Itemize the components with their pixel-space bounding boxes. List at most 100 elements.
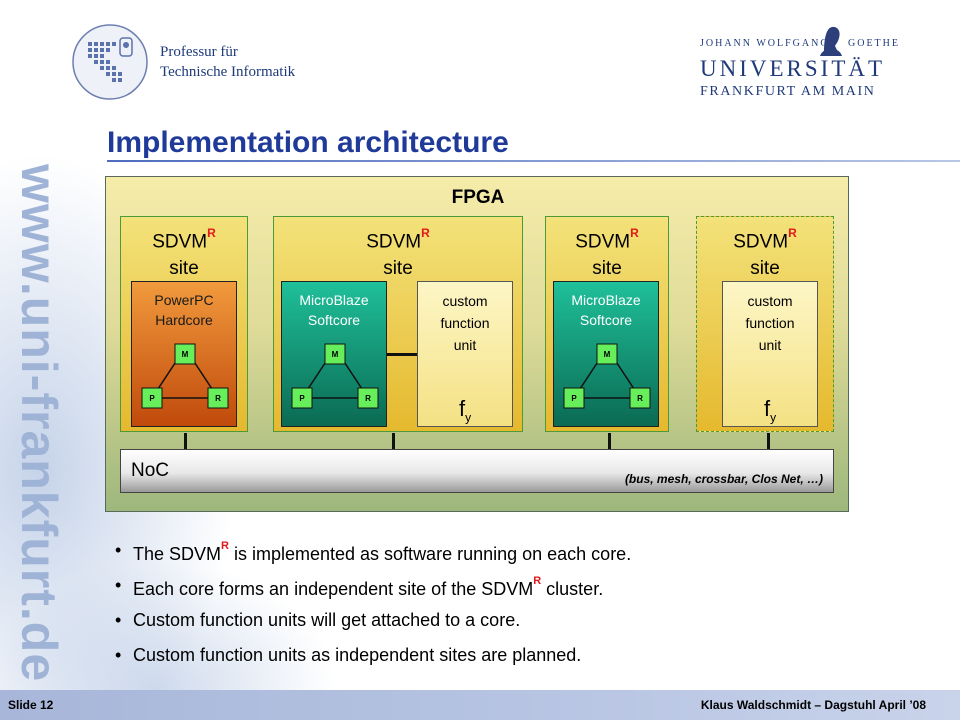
sdvm-site-powerpc: SDVMR site PowerPC Hardcore M P R xyxy=(120,216,248,432)
professorship-line-2: Technische Informatik xyxy=(160,64,296,80)
site-suffix: site xyxy=(592,258,622,280)
cfu-line-1: custom xyxy=(442,293,488,309)
processor-box xyxy=(291,387,313,409)
bullet-superscript: R xyxy=(533,575,542,587)
site-suffix: site xyxy=(383,258,413,280)
site-superscript: R xyxy=(788,226,797,240)
sdvm-site-microblaze: SDVMR site MicroBlaze Softcore M P R xyxy=(545,216,669,432)
fpga-diagram: FPGA SDVMR site PowerPC Hardcore M P R xyxy=(105,176,849,512)
powerpc-hardcore: PowerPC Hardcore M P R xyxy=(131,281,237,427)
university-city: FRANKFURT AM MAIN xyxy=(700,84,876,99)
noc-connector-4 xyxy=(767,433,770,449)
university-first-names: JOHANN WOLFGANG GOETHE xyxy=(700,38,900,49)
router-box xyxy=(207,387,229,409)
goethe-portrait-icon xyxy=(820,26,842,56)
bullet-text-end: is implemented as software running on ea… xyxy=(228,544,632,564)
site-suffix: site xyxy=(169,258,199,280)
core-label-line-2: Softcore xyxy=(579,312,633,328)
title-underline xyxy=(107,160,960,162)
processor-box-label: P xyxy=(299,394,305,403)
slide-title: Implementation architecture xyxy=(107,126,509,159)
sdvm-site-microblaze-cfu: SDVMR site MicroBlaze Softcore M P R xyxy=(273,216,523,432)
uni-first-names-text: JOHANN WOLFGANG xyxy=(700,38,830,49)
cfu-line-2: function xyxy=(440,315,490,331)
bullet-text: Custom function units will get attached … xyxy=(133,610,521,630)
network-on-chip: NoC (bus, mesh, crossbar, Clos Net, …) xyxy=(120,449,834,493)
noc-connector-1 xyxy=(184,433,187,449)
custom-function-unit: custom function unit fy xyxy=(722,281,818,427)
noc-connector-2 xyxy=(392,433,395,449)
custom-function-unit: custom function unit fy xyxy=(417,281,513,427)
footer-author: Klaus Waldschmidt – Dagstuhl April ’08 xyxy=(700,698,926,712)
bullet-item: Custom function units will get attached … xyxy=(115,608,875,643)
site-superscript: R xyxy=(421,226,430,240)
site-suffix: site xyxy=(750,258,780,280)
core-label: PowerPC Hardcore xyxy=(132,290,236,330)
site-title: SDVMR site xyxy=(121,223,247,282)
core-label: MicroBlaze Softcore xyxy=(554,290,658,330)
cfu-symbol: f xyxy=(458,396,466,421)
core-network-icon: M P R xyxy=(141,343,229,409)
router-box xyxy=(357,387,379,409)
cfu-symbol-subscript: y xyxy=(770,410,777,425)
bullet-list: The SDVMR is implemented as software run… xyxy=(115,538,875,678)
site-title: SDVMR site xyxy=(274,223,522,282)
microblaze-softcore: MicroBlaze Softcore M P R xyxy=(281,281,387,427)
cfu-function-symbol: fy xyxy=(418,396,512,424)
core-label: MicroBlaze Softcore xyxy=(282,290,386,330)
site-name: SDVM xyxy=(575,231,631,253)
fpga-label: FPGA xyxy=(451,187,505,208)
bullet-item: Custom function units as independent sit… xyxy=(115,643,875,678)
core-cfu-link xyxy=(387,353,417,356)
bullet-text: Each core forms an independent site of t… xyxy=(133,579,534,599)
site-name: SDVM xyxy=(366,231,422,253)
slide-number: Slide 12 xyxy=(8,698,54,712)
core-label-line-1: MicroBlaze xyxy=(571,292,641,308)
noc-note: (bus, mesh, crossbar, Clos Net, …) xyxy=(624,472,823,486)
bullet-text-end: cluster. xyxy=(541,579,604,599)
watermark-url: www.uni-frankfurt.de xyxy=(11,164,67,683)
professorship-logo xyxy=(72,24,148,100)
memory-box xyxy=(174,343,196,365)
cfu-symbol-subscript: y xyxy=(465,410,472,425)
cfu-label: custom function unit xyxy=(418,290,512,356)
cfu-line-3: unit xyxy=(758,337,782,353)
processor-box xyxy=(141,387,163,409)
core-network-icon: M P R xyxy=(291,343,379,409)
bullet-item: The SDVMR is implemented as software run… xyxy=(115,538,875,573)
processor-box-label: P xyxy=(571,394,577,403)
cfu-line-3: unit xyxy=(453,337,477,353)
router-box xyxy=(629,387,651,409)
professorship-line-1: Professur für xyxy=(160,44,238,60)
memory-box-label: M xyxy=(182,350,189,359)
memory-box xyxy=(324,343,346,365)
site-name: SDVM xyxy=(733,231,789,253)
memory-box-label: M xyxy=(332,350,339,359)
core-label-line-1: PowerPC xyxy=(154,292,214,308)
microblaze-softcore: MicroBlaze Softcore M P R xyxy=(553,281,659,427)
router-box-label: R xyxy=(365,394,371,403)
processor-box xyxy=(563,387,585,409)
core-network-icon: M P R xyxy=(563,343,651,409)
sdvm-site-cfu-planned: SDVMR site custom function unit fy xyxy=(696,216,834,432)
core-label-line-1: MicroBlaze xyxy=(299,292,369,308)
core-label-line-2: Softcore xyxy=(307,312,361,328)
bullet-superscript: R xyxy=(221,540,229,552)
site-title: SDVMR site xyxy=(546,223,668,282)
bullet-text: Custom function units as independent sit… xyxy=(133,645,582,665)
core-label-line-2: Hardcore xyxy=(155,312,213,328)
processor-box-label: P xyxy=(149,394,155,403)
memory-box-label: M xyxy=(604,350,611,359)
site-title: SDVMR site xyxy=(697,223,833,282)
professorship-name: Professur für Technische Informatik xyxy=(160,42,295,82)
memory-box xyxy=(596,343,618,365)
site-name: SDVM xyxy=(152,231,208,253)
cfu-function-symbol: fy xyxy=(723,396,817,424)
slide-footer: Slide 12 Klaus Waldschmidt – Dagstuhl Ap… xyxy=(0,690,960,720)
noc-connector-3 xyxy=(608,433,611,449)
cfu-symbol: f xyxy=(763,396,771,421)
cfu-line-2: function xyxy=(745,315,795,331)
university-name: UNIVERSITÄT xyxy=(700,56,886,81)
router-box-label: R xyxy=(637,394,643,403)
cfu-line-1: custom xyxy=(747,293,793,309)
